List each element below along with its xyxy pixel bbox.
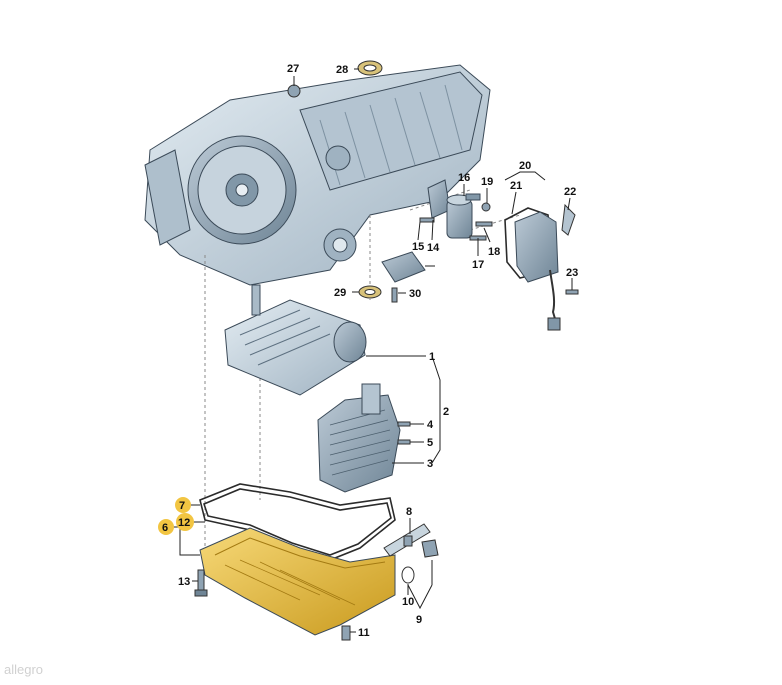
callout-27: 28 [336, 64, 348, 76]
watermark: allegro [4, 662, 44, 677]
leader-lines [172, 68, 573, 633]
callout-9: 9 [416, 614, 422, 626]
valve-body [224, 284, 367, 396]
callout-6: 6 [162, 522, 168, 534]
callout-20: 20 [519, 160, 531, 172]
solenoid-assembly [419, 179, 493, 241]
callout-1: 1 [429, 351, 435, 363]
bolt-11 [341, 625, 351, 641]
callout-labels: 27 28 16 19 20 21 22 15 14 18 17 23 29 3… [158, 63, 578, 639]
bolt-30 [391, 287, 398, 303]
bolt-26 [287, 84, 301, 98]
callout-22: 22 [564, 186, 576, 198]
drain-plug [401, 539, 439, 584]
callout-12: 12 [178, 517, 190, 529]
callout-21: 21 [510, 180, 522, 192]
callout-5: 5 [427, 437, 433, 449]
callout-16: 16 [458, 172, 470, 184]
callout-11: 11 [358, 627, 370, 639]
seal-27 [357, 60, 383, 76]
callout-13: 13 [178, 576, 190, 588]
filler-pipe [383, 523, 431, 557]
cover-assembly [504, 203, 579, 331]
callout-4: 4 [427, 419, 434, 431]
callout-18: 18 [488, 246, 500, 258]
seal-28 [358, 285, 382, 299]
callout-14: 14 [427, 242, 440, 254]
callout-26: 27 [287, 63, 299, 75]
callout-30: 30 [409, 288, 421, 300]
callout-28: 29 [334, 287, 346, 299]
callout-15: 15 [412, 241, 424, 253]
callout-8: 8 [406, 506, 412, 518]
oil-filter [317, 383, 411, 493]
callout-3: 3 [427, 458, 433, 470]
callout-10: 10 [402, 596, 414, 608]
sensor-29 [381, 251, 426, 283]
callout-17: 17 [472, 259, 484, 271]
callout-6-badge [158, 519, 174, 535]
callout-7-badge [175, 497, 191, 513]
transmission-housing [144, 64, 491, 286]
callout-2: 2 [443, 406, 449, 418]
callout-23: 23 [566, 267, 578, 279]
callout-19: 19 [481, 176, 493, 188]
callout-7: 7 [179, 500, 185, 512]
pan-gasket [199, 483, 396, 561]
callout-12-badge [176, 513, 194, 531]
oil-pan [199, 527, 396, 636]
